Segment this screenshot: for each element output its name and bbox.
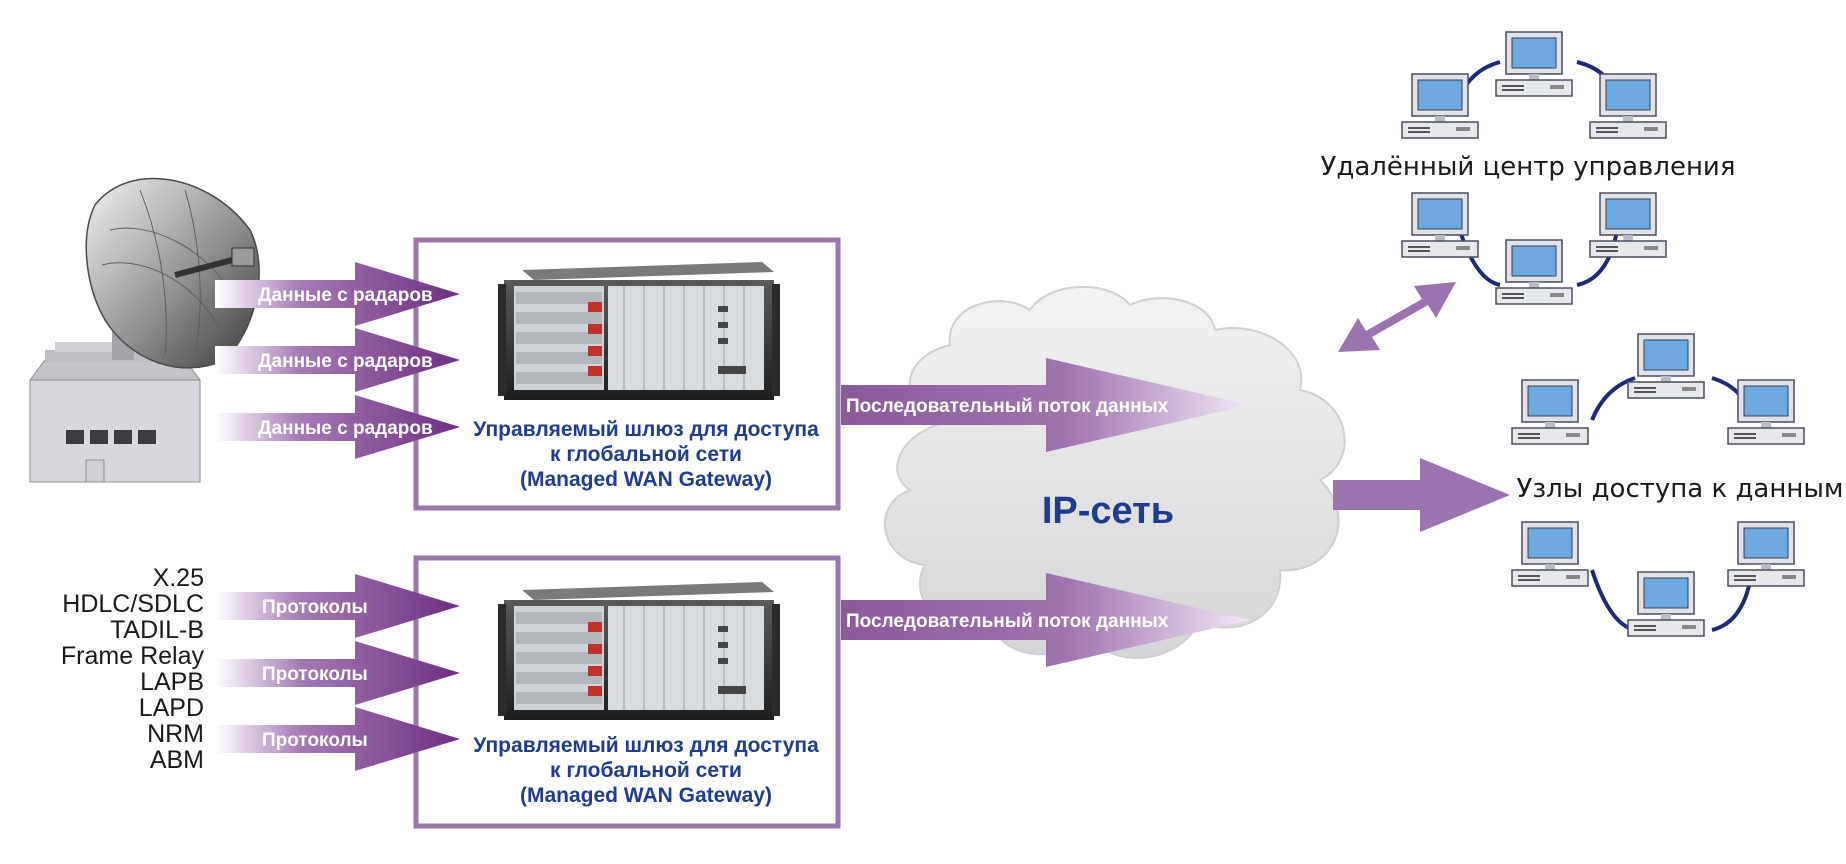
arrow-label: Данные с радаров [258,351,433,372]
workstation-icon [1401,73,1479,139]
protocol-item: Frame Relay [61,642,205,670]
protocol-arrow: Протоколы [215,641,460,705]
arrow-label: Последовательный поток данных [846,611,1169,632]
workstation-icon [1589,73,1667,139]
radar-arrow: Данные с радаров [215,395,460,459]
workstation-icon [1727,379,1805,445]
protocol-arrow: Протоколы [215,707,460,771]
protocol-item: HDLC/SDLC [62,590,204,618]
radar-arrow: Данные с радаров [215,328,460,392]
cloud-icon [883,285,1346,659]
protocol-item: NRM [147,720,204,748]
workstation-icon [1727,521,1805,587]
arrow-label: Последовательный поток данных [846,396,1169,417]
gateway-caption-line: (Managed WAN Gateway) [520,468,772,491]
protocol-item: TADIL-B [110,616,204,644]
workstation-icon [1511,521,1589,587]
workstation-icon [1495,239,1573,305]
serial-stream-arrow: Последовательный поток данных [841,573,1250,667]
gateway-caption: Управляемый шлюз для доступа к глобально… [473,418,819,491]
wan-gateway-chassis-icon [497,581,781,721]
gateway-caption-line: Управляемый шлюз для доступа [473,418,819,441]
workstation-icon [1495,31,1573,97]
gateway-caption: Управляемый шлюз для доступа к глобально… [473,734,819,807]
workstation-icon [1401,192,1479,258]
gateway-caption-line: к глобальной сети [550,759,742,782]
output-arrow [1333,458,1510,532]
workstation-icon [1627,333,1705,399]
arrow-label: Протоколы [262,597,368,618]
protocol-list: X.25 HDLC/SDLC TADIL-B Frame Relay LAPB … [61,564,205,774]
arrow-label: Протоколы [262,664,368,685]
workstation-icon [1511,379,1589,445]
wan-gateway-chassis-icon [497,261,781,401]
workstation-icon [1627,571,1705,637]
protocol-item: ABM [150,746,204,774]
data-nodes-cluster: Узлы доступа к данным [1511,333,1844,637]
protocol-item: X.25 [153,564,204,592]
gateway-caption-line: Управляемый шлюз для доступа [473,734,819,757]
gateway-caption-line: (Managed WAN Gateway) [520,784,772,807]
serial-stream-arrow: Последовательный поток данных [841,358,1250,452]
arrow-label: Данные с радаров [258,418,433,439]
arrow-label: Протоколы [262,730,368,751]
protocol-item: LAPD [139,694,204,722]
remote-center-cluster: Удалённый центр управления [1321,31,1736,305]
workstation-icon [1589,192,1667,258]
remote-center-label: Удалённый центр управления [1321,152,1736,182]
cloud-label: IP-сеть [1042,490,1174,532]
gateway-caption-line: к глобальной сети [550,443,742,466]
satellite-dish-icon [29,177,260,483]
arrow-label: Данные с радаров [258,285,433,306]
protocol-arrow: Протоколы [215,574,460,638]
data-nodes-label: Узлы доступа к данным [1516,474,1843,504]
bidirectional-arrow [1338,282,1456,352]
radar-arrow: Данные с радаров [215,262,460,326]
protocol-item: LAPB [140,668,204,696]
